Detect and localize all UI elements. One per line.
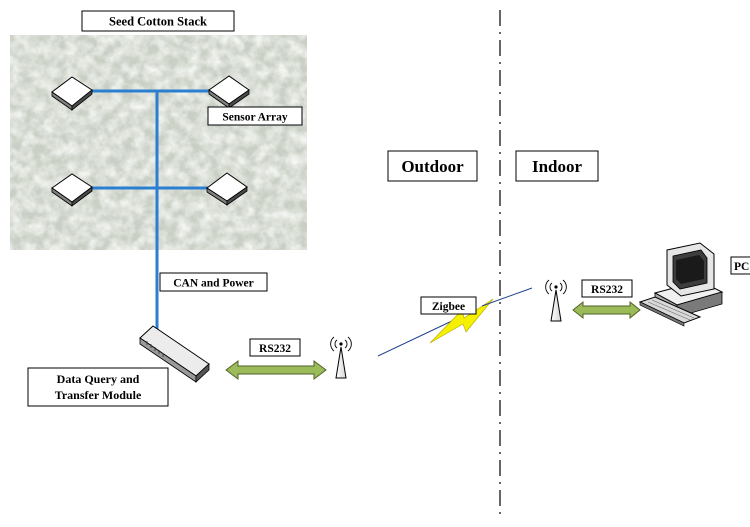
sensor-node-icon — [51, 76, 93, 111]
rs232-right-label-text: RS232 — [591, 284, 623, 296]
can-power-label: CAN and Power — [159, 272, 268, 292]
keyboard-keys — [647, 299, 695, 321]
network-switch-icon — [139, 325, 210, 383]
module-label-line2: Transfer Module — [55, 388, 142, 402]
pc-label: PC — [730, 256, 750, 275]
outdoor-label: Outdoor — [387, 150, 478, 182]
outdoor-label-text: Outdoor — [401, 157, 464, 176]
stack-label-text: Seed Cotton Stack — [109, 15, 207, 29]
sensor-node-icon — [51, 173, 93, 207]
desktop-computer-icon — [638, 242, 724, 327]
switch-ports — [146, 341, 164, 357]
can-power-label-text: CAN and Power — [173, 278, 254, 290]
rs232-left-label-text: RS232 — [259, 343, 291, 355]
rs232-right-label: RS232 — [581, 279, 633, 298]
antenna-icon — [545, 279, 567, 322]
sensor-array-label-text: Sensor Array — [222, 112, 288, 124]
wireless-line-left — [377, 319, 455, 357]
module-label: Data Query and Transfer Module — [27, 367, 169, 407]
module-label-line1: Data Query and — [57, 372, 140, 386]
zigbee-label-text: Zigbee — [432, 301, 465, 313]
rs232-right-arrow — [572, 300, 641, 320]
indoor-label-text: Indoor — [532, 157, 583, 176]
zigbee-label: Zigbee — [420, 296, 477, 315]
rs232-left-label: RS232 — [249, 338, 301, 357]
indoor-label: Indoor — [515, 150, 599, 182]
sensor-node-icon — [206, 172, 248, 206]
sensor-array-label: Sensor Array — [207, 106, 303, 126]
pc-label-text: PC — [734, 261, 749, 273]
can-bus — [74, 89, 228, 333]
antenna-icon — [330, 336, 352, 379]
stack-label: Seed Cotton Stack — [81, 10, 235, 32]
rs232-left-arrow — [225, 360, 327, 380]
wireless-line-right — [481, 287, 533, 307]
